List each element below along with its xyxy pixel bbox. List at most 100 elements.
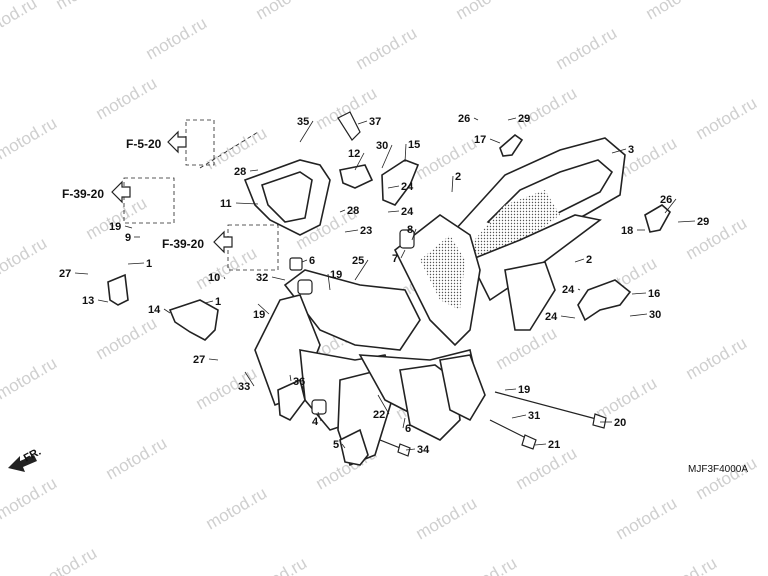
callout-layer: 1122345667891011121314151617181919191920…	[59, 113, 709, 456]
callout-number-34[interactable]: 34	[417, 444, 430, 456]
f5-20-box	[185, 119, 215, 166]
callout-number-20[interactable]: 20	[614, 417, 626, 429]
callout-number-2[interactable]: 2	[455, 171, 461, 183]
callout-number-16[interactable]: 16	[648, 288, 660, 300]
callout-number-3[interactable]: 3	[628, 144, 634, 156]
f39-20-box-a	[123, 177, 175, 224]
watermark-text: motod.ru	[693, 93, 761, 143]
callout-number-26[interactable]: 26	[458, 113, 470, 125]
watermark-text: motod.ru	[453, 553, 521, 576]
callout-leader	[387, 185, 400, 189]
callout-number-2[interactable]: 2	[586, 254, 592, 266]
callout-number-1[interactable]: 1	[146, 258, 152, 270]
watermark-text: motod.ru	[553, 23, 621, 73]
callout-leader	[611, 148, 627, 154]
callout-number-6[interactable]: 6	[309, 255, 315, 267]
callout-number-14[interactable]: 14	[148, 304, 161, 316]
callout-number-24[interactable]: 24	[562, 284, 575, 296]
callout-leader	[664, 198, 677, 214]
callout-number-29[interactable]: 29	[518, 113, 530, 125]
callout-number-19[interactable]: 19	[109, 221, 121, 233]
callout-number-24[interactable]: 24	[401, 181, 414, 193]
callout-number-27[interactable]: 27	[193, 354, 205, 366]
callout-number-10[interactable]: 10	[208, 272, 220, 284]
watermark-text: motod.ru	[513, 83, 581, 133]
callout-number-36[interactable]: 36	[293, 376, 305, 388]
callout-number-30[interactable]: 30	[376, 140, 388, 152]
callout-leader	[451, 175, 454, 193]
callout-leader	[377, 394, 390, 415]
callout-leader	[631, 292, 647, 295]
callout-leader	[249, 169, 259, 172]
f39-20-box-b	[227, 224, 279, 271]
callout-number-23[interactable]: 23	[360, 225, 372, 237]
callout-number-30[interactable]: 30	[649, 309, 661, 321]
callout-number-19[interactable]: 19	[518, 384, 530, 396]
watermark-text: motod.ru	[693, 453, 761, 503]
callout-number-4[interactable]: 4	[312, 416, 319, 428]
callout-number-24[interactable]: 24	[545, 311, 558, 323]
watermark-text: motod.ru	[93, 73, 161, 123]
callout-leader	[357, 120, 368, 125]
watermark-text: motod.ru	[0, 0, 40, 43]
callout-number-19[interactable]: 19	[330, 269, 342, 281]
callout-leader	[560, 315, 576, 319]
callout-leader	[411, 228, 417, 241]
callout-number-28[interactable]: 28	[347, 205, 359, 217]
callout-number-27[interactable]: 27	[59, 268, 71, 280]
callout-number-24[interactable]: 24	[401, 206, 414, 218]
callout-leader	[402, 417, 406, 429]
callout-number-18[interactable]: 18	[621, 225, 633, 237]
callout-number-11[interactable]: 11	[220, 198, 232, 210]
callout-number-31[interactable]: 31	[528, 410, 540, 422]
callout-number-33[interactable]: 33	[238, 381, 250, 393]
watermark-text: motod.ru	[0, 113, 60, 163]
callout-number-5[interactable]: 5	[333, 439, 339, 451]
callout-leader	[341, 443, 346, 449]
callout-number-12[interactable]: 12	[348, 148, 360, 160]
callout-number-9[interactable]: 9	[125, 232, 131, 244]
callout-number-7[interactable]: 7	[392, 253, 398, 265]
front-direction-arrow: FR.	[8, 446, 43, 472]
watermark-text: motod.ru	[613, 493, 681, 543]
callout-number-1[interactable]: 1	[215, 296, 221, 308]
callout-number-29[interactable]: 29	[697, 216, 709, 228]
watermark-text: motod.ru	[143, 13, 211, 63]
watermark-text: motod.ru	[93, 313, 161, 363]
callout-number-15[interactable]: 15	[408, 139, 420, 151]
callout-number-13[interactable]: 13	[82, 295, 94, 307]
watermark-text: motod.ru	[103, 433, 171, 483]
callout-number-22[interactable]: 22	[373, 409, 385, 421]
callout-leader	[577, 288, 581, 291]
watermark-text: motod.ru	[353, 23, 421, 73]
ref-label-f39-20-b[interactable]: F-39-20	[162, 237, 204, 251]
callout-number-25[interactable]: 25	[352, 255, 364, 267]
watermark-text: motod.ru	[643, 0, 711, 23]
callout-number-8[interactable]: 8	[407, 224, 413, 236]
callout-leader	[574, 258, 585, 263]
callout-leader	[489, 138, 501, 144]
callout-number-35[interactable]: 35	[297, 116, 309, 128]
callout-leader	[257, 303, 270, 315]
callout-leader	[405, 448, 416, 451]
watermark-text: motod.ru	[513, 443, 581, 493]
watermark-text: motod.ru	[413, 133, 481, 183]
watermark-text: motod.ru	[453, 0, 521, 23]
callout-leader	[511, 414, 527, 419]
watermark-text: motod.ru	[413, 493, 481, 543]
reference-arrows: F-5-20 F-39-20 F-39-20	[62, 130, 233, 254]
callout-leader	[400, 249, 406, 259]
callout-number-17[interactable]: 17	[474, 134, 486, 146]
ref-label-f5-20[interactable]: F-5-20	[126, 137, 162, 151]
ref-label-f39-20-a[interactable]: F-39-20	[62, 187, 104, 201]
callout-number-21[interactable]: 21	[548, 439, 560, 451]
callout-number-26[interactable]: 26	[660, 194, 672, 206]
callout-leader	[271, 276, 286, 281]
callout-number-37[interactable]: 37	[369, 116, 381, 128]
callout-number-19[interactable]: 19	[253, 309, 265, 321]
callout-number-32[interactable]: 32	[256, 272, 268, 284]
watermark-text: motod.ru	[53, 0, 121, 13]
callout-number-28[interactable]: 28	[234, 166, 246, 178]
callout-number-6[interactable]: 6	[405, 423, 411, 435]
